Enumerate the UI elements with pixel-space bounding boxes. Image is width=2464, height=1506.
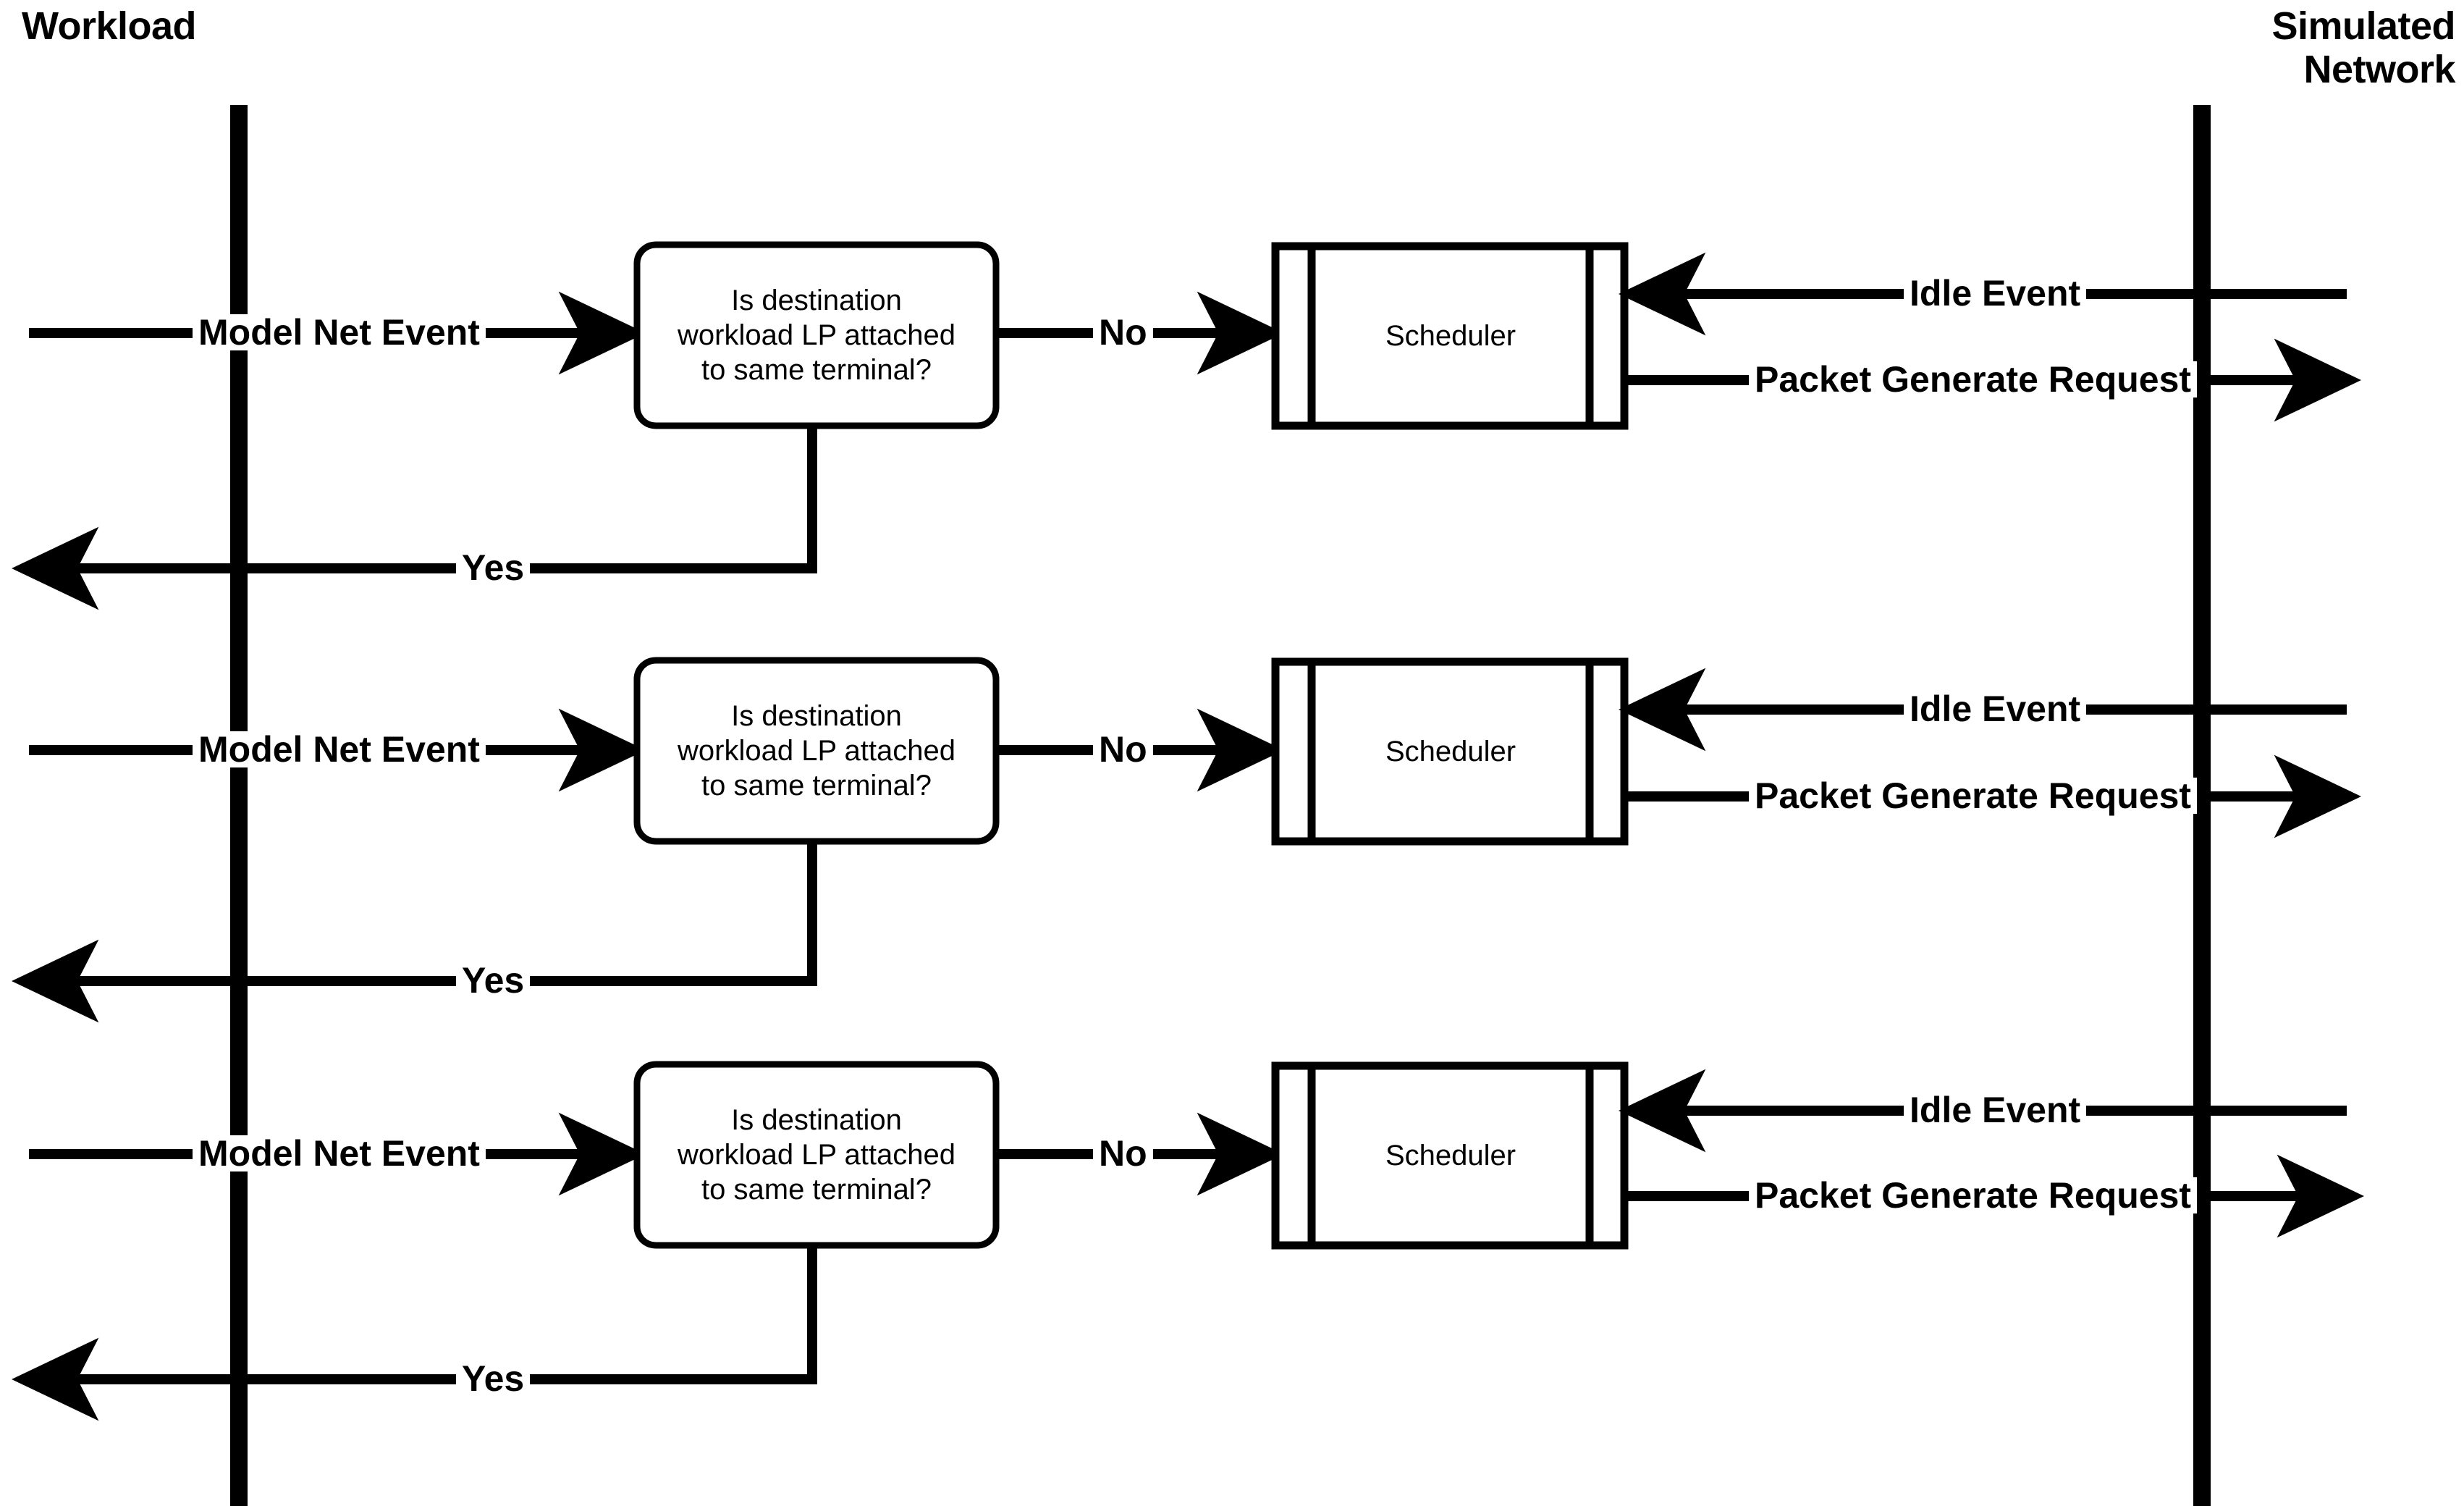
scheduler-box-1 xyxy=(1271,242,1629,430)
yes-label-2: Yes xyxy=(456,962,531,998)
scheduler-box-2 xyxy=(1271,657,1629,846)
packet-generate-request-label-2: Packet Generate Request xyxy=(1749,778,2198,814)
yes-label-3: Yes xyxy=(456,1360,531,1397)
yes-branch-arrow-1 xyxy=(11,426,817,610)
model-net-event-label-2: Model Net Event xyxy=(193,731,486,767)
idle-event-label-2: Idle Event xyxy=(1904,691,2087,727)
idle-event-label-1: Idle Event xyxy=(1904,275,2087,311)
model-net-event-label-1: Model Net Event xyxy=(193,314,486,350)
yes-label-1: Yes xyxy=(456,550,531,586)
yes-branch-arrow-3 xyxy=(11,1245,817,1421)
yes-branch-arrow-2 xyxy=(11,841,817,1023)
no-label-3: No xyxy=(1093,1135,1153,1171)
no-label-2: No xyxy=(1093,731,1153,767)
model-net-event-label-3: Model Net Event xyxy=(193,1135,486,1171)
block-2-vectors xyxy=(11,657,2362,1023)
decision-text-1: Is destination workload LP attached to s… xyxy=(678,285,955,386)
scheduler-label-2: Scheduler xyxy=(1385,736,1516,767)
scheduler-label-1: Scheduler xyxy=(1385,320,1516,352)
no-label-1: No xyxy=(1093,314,1153,350)
simulated-network-header: Simulated Network xyxy=(2271,4,2455,91)
scheduler-label-3: Scheduler xyxy=(1385,1140,1516,1171)
scheduler-box-3 xyxy=(1271,1061,1629,1250)
workload-header: Workload xyxy=(22,4,197,48)
packet-generate-request-label-1: Packet Generate Request xyxy=(1749,361,2198,397)
packet-generate-request-label-3: Packet Generate Request xyxy=(1749,1177,2198,1213)
decision-text-3: Is destination workload LP attached to s… xyxy=(678,1104,955,1206)
idle-event-label-3: Idle Event xyxy=(1904,1092,2087,1128)
block-3-vectors xyxy=(11,1061,2365,1421)
decision-text-2: Is destination workload LP attached to s… xyxy=(678,700,955,802)
